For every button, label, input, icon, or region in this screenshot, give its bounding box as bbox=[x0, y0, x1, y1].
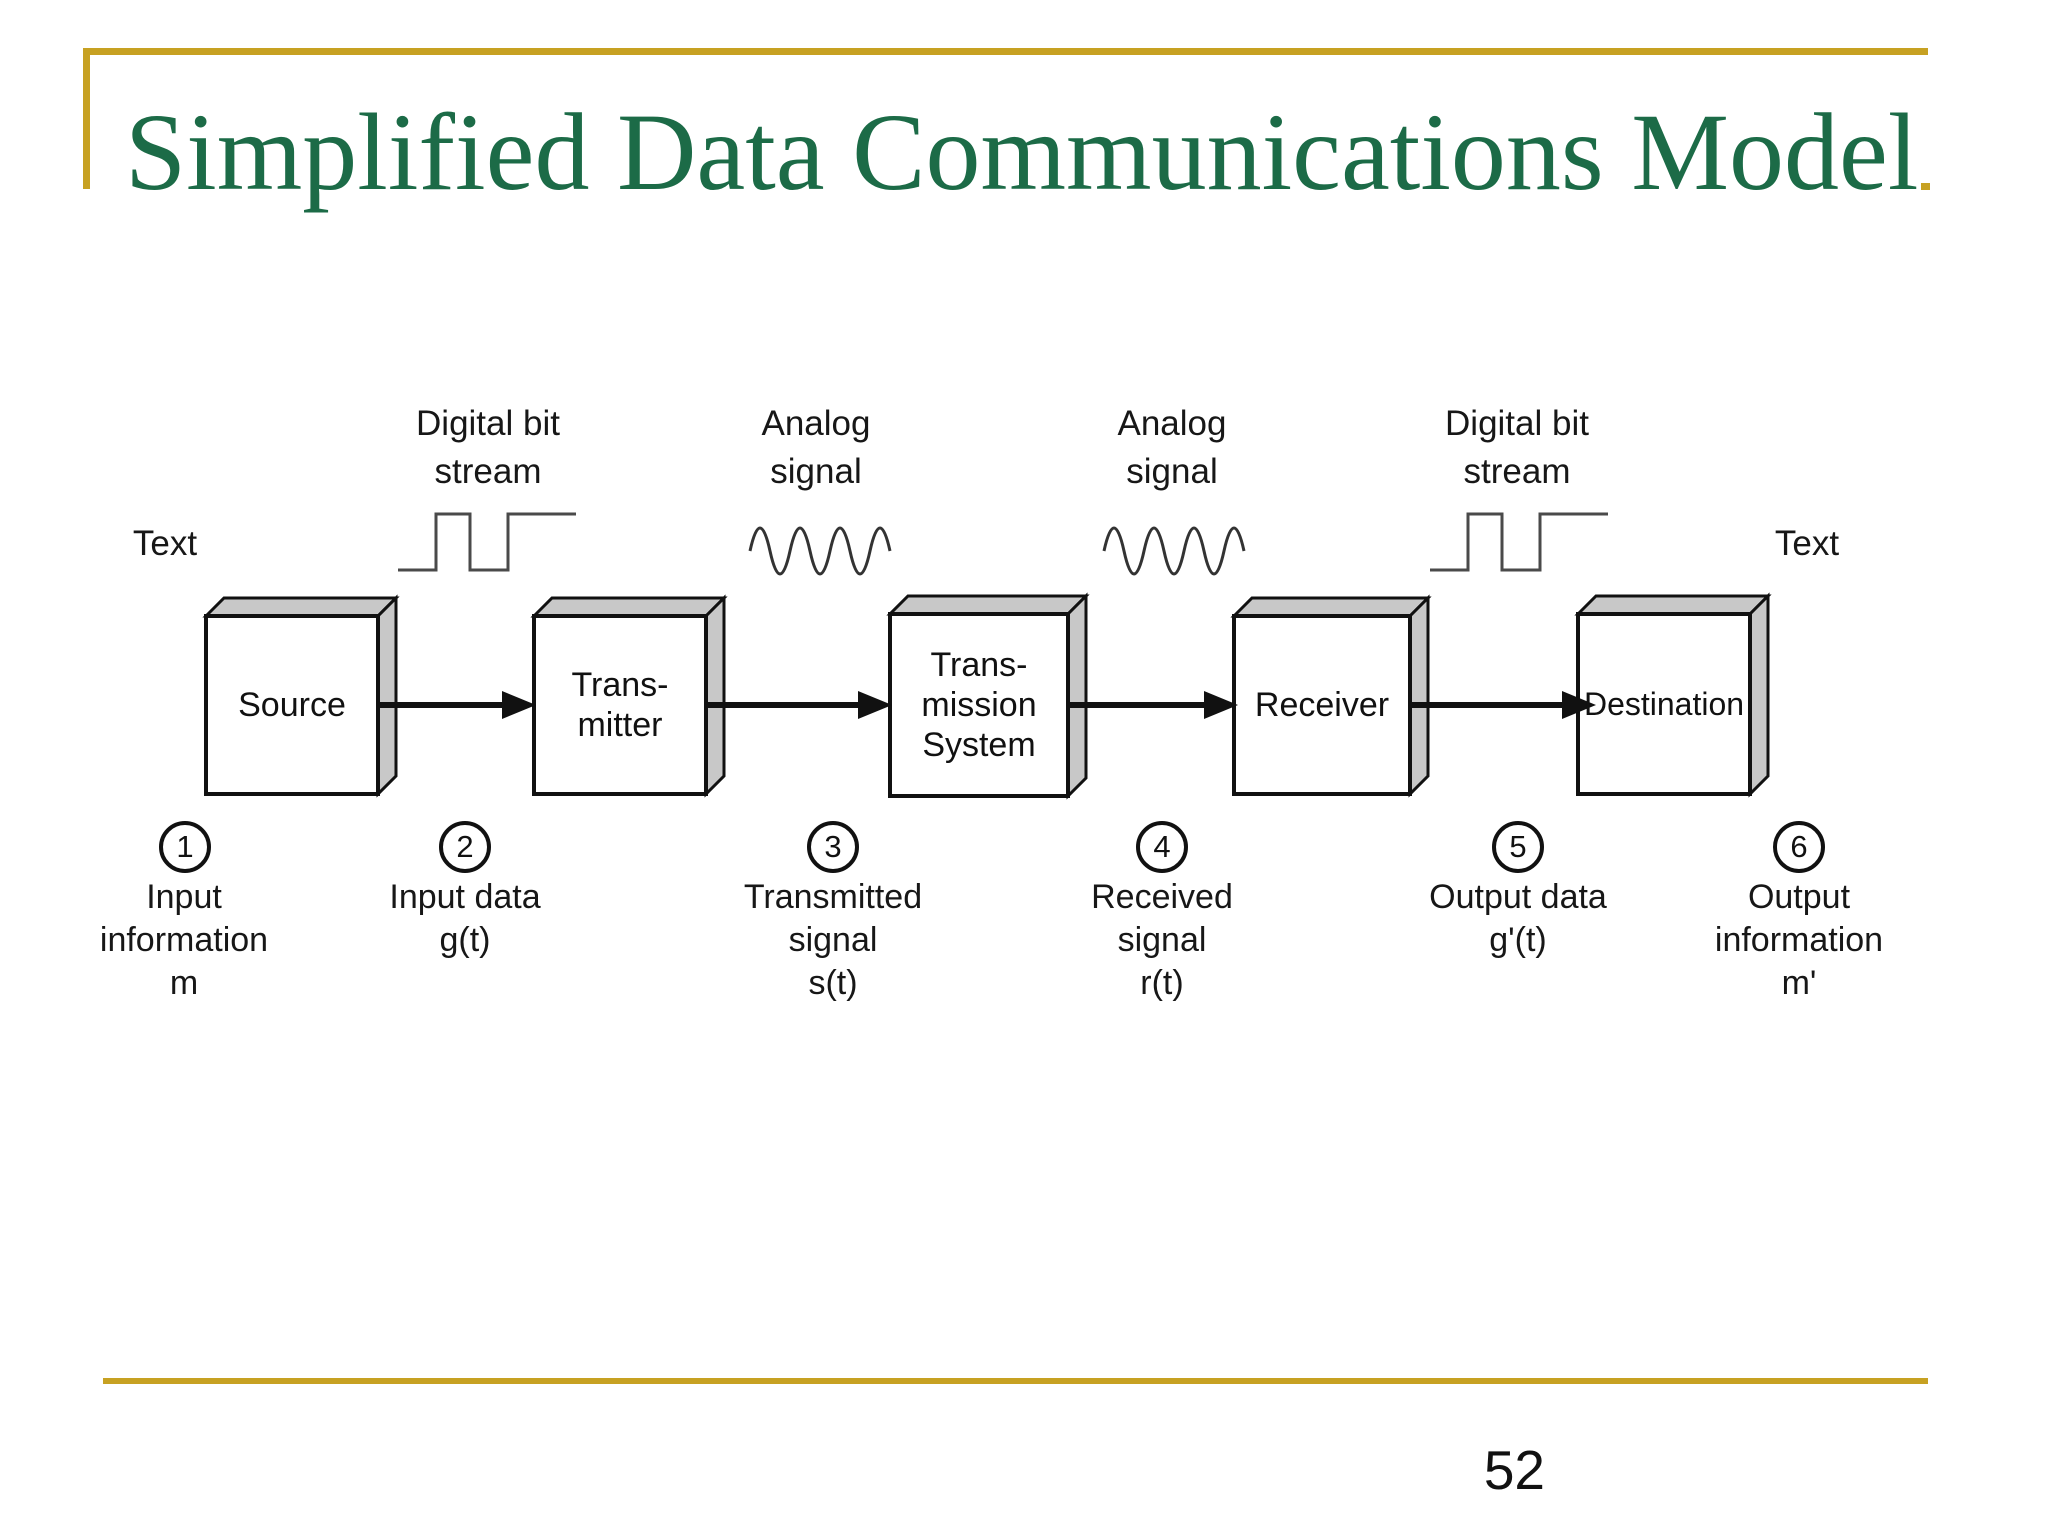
step-circle-4: 4 bbox=[1136, 821, 1188, 873]
arrow-transmission-to-receiver bbox=[1068, 691, 1238, 719]
label-digital-bit-stream-right: Digital bit stream bbox=[1445, 404, 1589, 491]
step-label-received-signal: Received signal r(t) bbox=[1091, 878, 1233, 1002]
label-text-left: Text bbox=[132, 524, 198, 563]
square-wave-icon-right bbox=[1430, 512, 1608, 572]
accent-tick-right bbox=[1921, 183, 1930, 190]
step-circle-5: 5 bbox=[1492, 821, 1544, 873]
box-label-transmitter: Trans- mitter bbox=[571, 666, 669, 744]
arrow-source-to-transmitter bbox=[378, 691, 536, 719]
box-3d-receiver bbox=[1230, 594, 1432, 798]
box-label-source: Source bbox=[238, 686, 346, 724]
step-label-transmitted-signal: Transmitted signal s(t) bbox=[743, 878, 923, 1002]
accent-line-top bbox=[83, 48, 1928, 55]
step-label-input-information: Input information m bbox=[99, 878, 269, 1002]
sine-wave-icon-left bbox=[748, 526, 892, 576]
box-label-destination: Destination bbox=[1583, 686, 1745, 722]
accent-line-bottom bbox=[103, 1378, 1928, 1384]
label-digital-bit-stream-left: Digital bit stream bbox=[416, 404, 560, 491]
box-3d-destination bbox=[1574, 592, 1772, 798]
step-circle-6: 6 bbox=[1773, 821, 1825, 873]
label-text-right: Text bbox=[1774, 524, 1840, 563]
square-wave-icon-left bbox=[398, 512, 576, 572]
step-label-input-data: Input data g(t) bbox=[389, 878, 541, 959]
page-number: 52 bbox=[1483, 1439, 1545, 1501]
arrow-transmitter-to-transmission bbox=[706, 691, 892, 719]
page-title: Simplified Data Communications Model bbox=[125, 91, 1919, 213]
step-circle-1: 1 bbox=[159, 821, 211, 873]
label-analog-signal-right: Analog signal bbox=[1117, 404, 1227, 491]
step-circle-2: 2 bbox=[439, 821, 491, 873]
box-label-transmission-system: Trans- mission System bbox=[921, 646, 1037, 764]
box-label-receiver: Receiver bbox=[1254, 686, 1390, 724]
accent-line-left bbox=[83, 48, 90, 189]
box-3d-transmission-system bbox=[886, 592, 1090, 800]
sine-wave-icon-right bbox=[1102, 526, 1246, 576]
label-analog-signal-left: Analog signal bbox=[761, 404, 871, 491]
box-3d-transmitter bbox=[530, 594, 728, 798]
step-circle-3: 3 bbox=[807, 821, 859, 873]
step-label-output-information: Output information m' bbox=[1714, 878, 1884, 1002]
box-3d-source bbox=[202, 594, 400, 798]
arrow-receiver-to-destination bbox=[1410, 691, 1596, 719]
step-label-output-data: Output data g'(t) bbox=[1429, 878, 1607, 959]
